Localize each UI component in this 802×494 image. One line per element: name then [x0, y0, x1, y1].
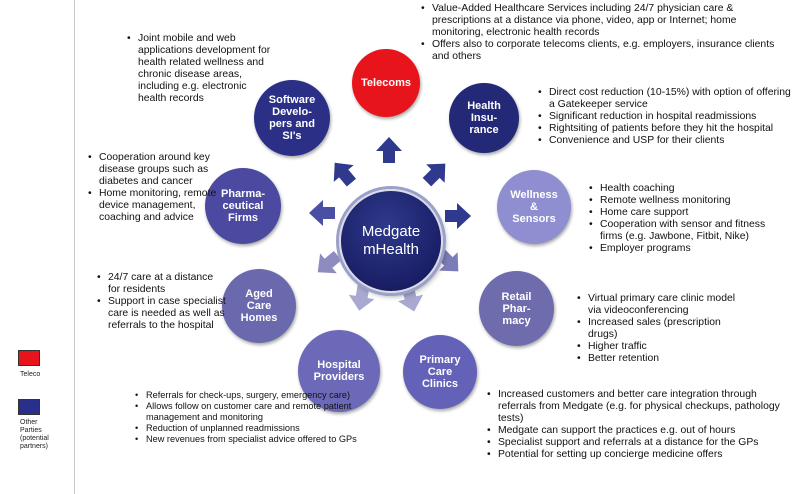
node-software-developers: Software Develo- pers and SI's [254, 80, 330, 156]
arrow-to-pharma [309, 200, 335, 226]
bullets-health-insurance: Direct cost reduction (10-15%) with opti… [537, 87, 799, 147]
bullet-item: Direct cost reduction (10-15%) with opti… [537, 87, 799, 111]
bullet-item: Support in case specialist care is neede… [96, 296, 226, 332]
bullets-pharma: Cooperation around key disease groups su… [87, 152, 223, 224]
bullet-item: Increased customers and better care inte… [486, 389, 796, 425]
bullet-item: Increased sales (prescription drugs) [576, 317, 748, 341]
bullets-retail-pharmacy: Virtual primary care clinic model via vi… [576, 293, 748, 365]
bullet-item: Joint mobile and web applications develo… [126, 33, 274, 105]
bullet-item: Offers also to corporate telecoms client… [420, 39, 790, 63]
bullet-item: Rightsiting of patients before they hit … [537, 123, 799, 135]
bullet-item: Home monitoring, remote device managemen… [87, 188, 223, 224]
node-health-insurance: Health Insu- rance [449, 83, 519, 153]
legend-label-other-parties: Other Parties (potential partners) [20, 419, 49, 450]
bullet-item: Employer programs [588, 243, 788, 255]
bullets-software-developers: Joint mobile and web applications develo… [126, 33, 274, 105]
bullet-item: Reduction of unplanned readmissions [134, 423, 392, 434]
bullet-item: Cooperation around key disease groups su… [87, 152, 223, 188]
node-telecoms: Telecoms [352, 49, 420, 117]
bullet-item: Higher traffic [576, 341, 748, 353]
legend-divider-line [74, 0, 75, 494]
bullet-item: Referrals for check-ups, surgery, emerge… [134, 390, 392, 401]
bullet-item: Medgate can support the practices e.g. o… [486, 425, 796, 437]
bullet-item: Convenience and USP for their clients [537, 135, 799, 147]
arrow-to-health-insurance [417, 154, 455, 192]
bullet-item: Specialist support and referrals at a di… [486, 437, 796, 449]
bullet-item: Virtual primary care clinic model via vi… [576, 293, 748, 317]
bullets-telecoms: Value-Added Healthcare Services includin… [420, 3, 790, 63]
bullet-item: Allows follow on customer care and remot… [134, 401, 392, 423]
bullet-item: Health coaching [588, 183, 788, 195]
node-retail-pharmacy: Retail Phar- macy [479, 271, 554, 346]
node-aged-care-homes: Aged Care Homes [222, 269, 296, 343]
center-title-line1: Medgate [361, 223, 421, 240]
bullet-item: New revenues from specialist advice offe… [134, 434, 392, 445]
node-primary-care-clinics: Primary Care Clinics [403, 335, 477, 409]
bullet-item: 24/7 care at a distance for residents [96, 272, 226, 296]
bullets-primary-care: Increased customers and better care inte… [486, 389, 796, 461]
legend-swatch-other-parties [18, 399, 40, 415]
bullet-item: Remote wellness monitoring [588, 195, 788, 207]
legend-label-teleco: Teleco [20, 371, 41, 378]
bullet-item: Potential for setting up concierge medic… [486, 449, 796, 461]
center-node-medgate: Medgate mHealth [339, 189, 443, 293]
bullets-hospital-providers: Referrals for check-ups, surgery, emerge… [134, 390, 392, 445]
legend-swatch-teleco [18, 350, 40, 366]
bullet-item: Home care support [588, 207, 788, 219]
arrow-to-wellness [445, 203, 471, 229]
node-wellness-sensors: Wellness & Sensors [497, 170, 571, 244]
bullet-item: Better retention [576, 353, 748, 365]
center-title-line2: mHealth [363, 241, 419, 258]
bullet-item: Cooperation with sensor and fitness firm… [588, 219, 788, 243]
bullet-item: Value-Added Healthcare Services includin… [420, 3, 790, 39]
bullet-item: Significant reduction in hospital readmi… [537, 111, 799, 123]
arrow-to-software [324, 154, 362, 192]
bullets-wellness: Health coaching Remote wellness monitori… [588, 183, 788, 255]
bullets-aged-care: 24/7 care at a distance for residents Su… [96, 272, 226, 332]
arrow-to-telecoms [376, 137, 402, 163]
